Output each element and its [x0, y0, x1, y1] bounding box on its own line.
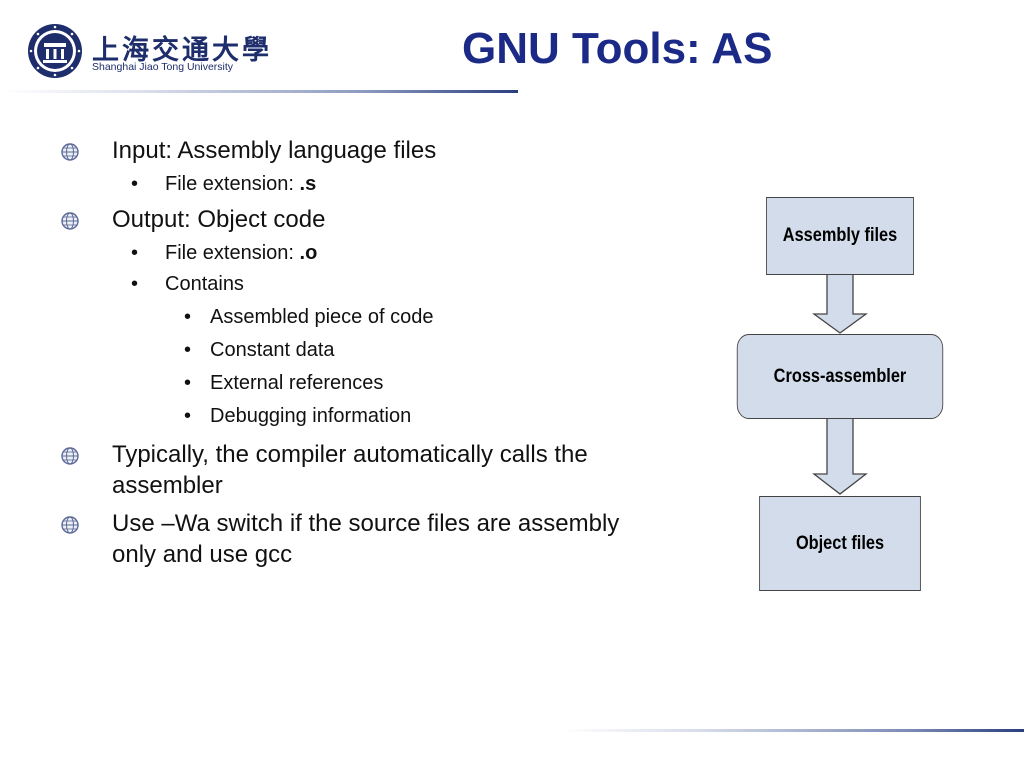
university-name-en: Shanghai Jiao Tong University [92, 61, 234, 73]
university-logo [26, 22, 236, 80]
sub-bullet-contains: • Contains [60, 271, 620, 297]
bullet-input-text: Input: Assembly language files [112, 137, 437, 164]
extension-value: .s [299, 173, 317, 195]
globe-bullet-icon [61, 143, 79, 161]
globe-bullet-icon [61, 447, 79, 465]
sub-sub-bullet-text: Debugging information [210, 405, 412, 427]
sub-bullet-text: File extension: [165, 242, 300, 264]
footer-divider [560, 729, 1024, 732]
sub-bullet-output-extension: • File extension: .o [60, 240, 620, 266]
bullet-wa-switch: Use –Wa switch if the source files are a… [60, 508, 620, 570]
university-seal-icon [28, 24, 82, 78]
extension-value: .o [299, 242, 318, 264]
dot-bullet: • [184, 372, 192, 394]
sub-sub-bullet: • Assembled piece of code [60, 304, 620, 330]
cross-assembler-box: Cross-assembler [736, 334, 944, 419]
dot-bullet: • [184, 339, 192, 361]
sub-sub-bullet: • Constant data [60, 337, 620, 363]
bullet-input: Input: Assembly language files [60, 135, 620, 166]
university-name-cn: 上海交通大學 [92, 35, 272, 66]
dot-bullet: • [131, 242, 139, 264]
dot-bullet: • [131, 273, 139, 295]
bullet-outline: Input: Assembly language files • File ex… [60, 135, 620, 570]
object-files-box: Object files [759, 496, 921, 591]
down-arrow-icon [812, 417, 868, 495]
sub-sub-bullet-text: Assembled piece of code [210, 306, 434, 328]
dot-bullet: • [184, 405, 192, 427]
sub-sub-bullet-text: External references [210, 372, 384, 394]
slide-title: GNU Tools: AS [462, 24, 773, 73]
bullet-typically-text: Typically, the compiler automatically ca… [112, 441, 588, 499]
bullet-typically: Typically, the compiler automatically ca… [60, 439, 620, 501]
dot-bullet: • [131, 173, 139, 195]
sub-sub-bullet: • External references [60, 370, 620, 396]
bullet-output-text: Output: Object code [112, 206, 326, 233]
header-divider [0, 90, 518, 93]
sub-bullet-input-extension: • File extension: .s [60, 171, 620, 197]
bullet-output: Output: Object code [60, 204, 620, 235]
globe-bullet-icon [61, 516, 79, 534]
down-arrow-icon [812, 273, 868, 334]
assembly-files-box: Assembly files [766, 197, 914, 275]
globe-bullet-icon [61, 212, 79, 230]
bullet-wa-switch-text: Use –Wa switch if the source files are a… [112, 510, 620, 568]
dot-bullet: • [184, 306, 192, 328]
sub-sub-bullet: • Debugging information [60, 403, 620, 429]
sub-bullet-text: Contains [165, 273, 244, 295]
sub-sub-bullet-text: Constant data [210, 339, 335, 361]
sub-bullet-text: File extension: [165, 173, 300, 195]
